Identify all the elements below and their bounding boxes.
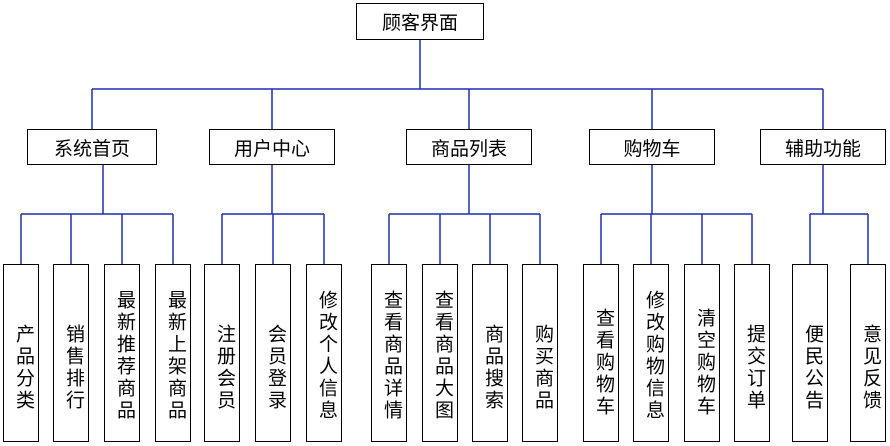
root-node: 顾客界面 <box>356 3 484 40</box>
leaf-node: 产品分类 <box>3 264 39 442</box>
leaf-label: 最新推荐商品 <box>114 290 136 422</box>
leaf-label: 购买商品 <box>532 324 554 412</box>
leaf-node: 修改购物信息 <box>633 264 669 442</box>
leaf-label: 产品分类 <box>13 324 35 412</box>
category-label: 商品列表 <box>430 137 507 160</box>
leaf-node: 意见反馈 <box>850 264 886 442</box>
leaf-label: 注册会员 <box>214 324 236 412</box>
leaf-label: 修改个人信息 <box>316 290 338 422</box>
leaf-node: 便民公告 <box>792 264 828 442</box>
leaf-node: 查看购物车 <box>583 264 619 442</box>
category-node-auxiliary: 辅助功能 <box>760 129 886 165</box>
leaf-label: 查看购物车 <box>593 308 615 418</box>
leaf-node: 最新推荐商品 <box>104 264 140 442</box>
category-label: 购物车 <box>623 137 681 160</box>
leaf-node: 修改个人信息 <box>306 264 342 442</box>
leaf-label: 最新上架商品 <box>165 290 187 422</box>
category-label: 用户中心 <box>233 137 310 160</box>
leaf-node: 会员登录 <box>255 264 291 442</box>
leaf-label: 提交订单 <box>744 324 766 412</box>
category-node-system-home: 系统首页 <box>27 129 157 165</box>
leaf-label: 商品搜索 <box>482 324 504 412</box>
category-label: 系统首页 <box>53 137 130 160</box>
category-label: 辅助功能 <box>784 137 861 160</box>
leaf-label: 清空购物车 <box>694 308 716 418</box>
leaf-node: 查看商品大图 <box>422 264 458 442</box>
leaf-label: 销售排行 <box>63 324 85 412</box>
category-node-user-center: 用户中心 <box>209 129 335 165</box>
leaf-label: 查看商品详情 <box>381 290 403 422</box>
leaf-label: 查看商品大图 <box>432 290 454 422</box>
leaf-label: 便民公告 <box>802 324 824 412</box>
leaf-node: 注册会员 <box>204 264 240 442</box>
leaf-node: 查看商品详情 <box>371 264 407 442</box>
leaf-node: 最新上架商品 <box>155 264 191 442</box>
leaf-label: 修改购物信息 <box>643 290 665 422</box>
category-node-cart: 购物车 <box>589 129 715 165</box>
leaf-label: 会员登录 <box>265 324 287 412</box>
leaf-node: 销售排行 <box>53 264 89 442</box>
leaf-label: 意见反馈 <box>860 324 882 412</box>
root-node-label: 顾客界面 <box>381 12 458 34</box>
leaf-node: 提交订单 <box>734 264 770 442</box>
leaf-node: 清空购物车 <box>684 264 720 442</box>
leaf-node: 购买商品 <box>522 264 558 442</box>
leaf-node: 商品搜索 <box>472 264 508 442</box>
category-node-product-list: 商品列表 <box>406 129 532 165</box>
